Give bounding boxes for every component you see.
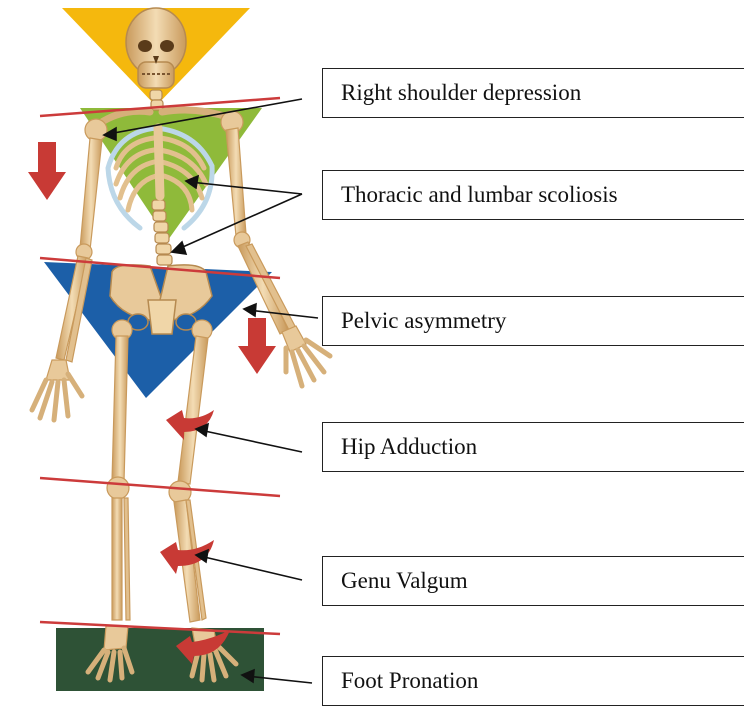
label-scoliosis: Thoracic and lumbar scoliosis — [322, 170, 744, 220]
label-hip: Hip Adduction — [322, 422, 744, 472]
label-genu: Genu Valgum — [322, 556, 744, 606]
label-shoulder: Right shoulder depression — [322, 68, 744, 118]
leg-right — [169, 320, 236, 680]
down-arrow-icon — [28, 142, 66, 200]
label-pelvic: Pelvic asymmetry — [322, 296, 744, 346]
knee-level-line — [40, 478, 280, 496]
down-arrow-icon — [238, 318, 276, 374]
label-foot: Foot Pronation — [322, 656, 744, 706]
arm-right — [221, 111, 330, 386]
